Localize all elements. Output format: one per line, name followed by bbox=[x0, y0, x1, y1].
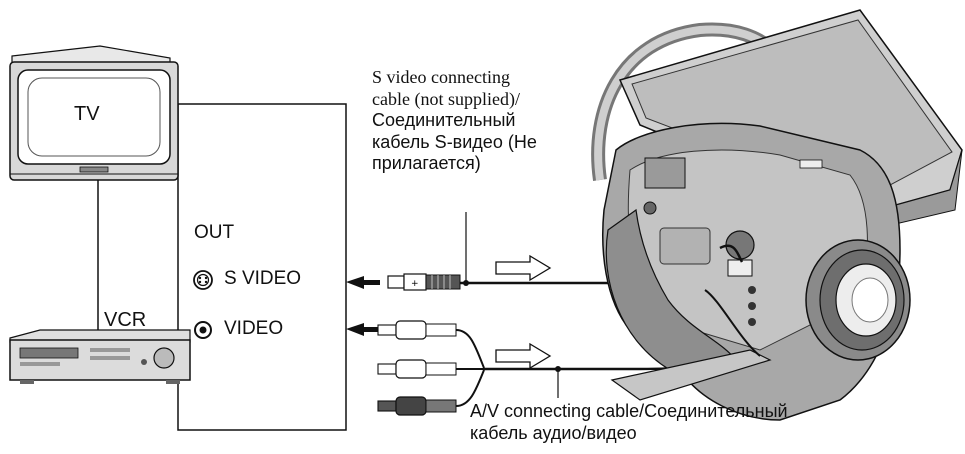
tv-illustration bbox=[9, 45, 179, 181]
vcr-label: VCR bbox=[104, 309, 147, 331]
svideo-cable-caption: S video connecting cable (not supplied)/… bbox=[372, 67, 537, 175]
video-jack-label: VIDEO bbox=[224, 318, 284, 339]
vcr-illustration bbox=[9, 329, 191, 384]
svideo-caption-line1: S video connecting bbox=[372, 67, 510, 87]
svideo-plug: + bbox=[387, 273, 461, 291]
svideo-caption-line3: Соединительный bbox=[372, 110, 516, 131]
svideo-caption-line2: cable (not supplied)/ bbox=[372, 88, 520, 109]
direction-arrow-av bbox=[495, 342, 552, 370]
out-label: OUT bbox=[194, 222, 235, 243]
av-caption-line2: кабель аудио/видео bbox=[470, 422, 637, 443]
vcr-rear-panel bbox=[177, 103, 347, 431]
direction-arrow-svideo bbox=[495, 254, 552, 282]
av-caption-line1: A/V connecting cable/Соединительный bbox=[470, 401, 788, 421]
signal-arrow-video bbox=[346, 323, 380, 336]
svideo-caption-line4: кабель S-видео (Не bbox=[372, 131, 537, 152]
video-jack-icon bbox=[194, 321, 212, 339]
av-plug-red bbox=[377, 396, 457, 416]
svideo-caption-line5: прилагается) bbox=[372, 153, 481, 174]
av-cable-caption: A/V connecting cable/Соединительный кабе… bbox=[470, 401, 788, 444]
av-plug-white bbox=[377, 359, 457, 379]
av-cable-strands bbox=[455, 329, 485, 407]
svideo-jack-icon bbox=[193, 270, 213, 290]
svg-text:+: + bbox=[411, 279, 419, 289]
tv-label: TV bbox=[74, 103, 100, 125]
camcorder-illustration bbox=[591, 9, 963, 421]
svideo-jack-label: S VIDEO bbox=[224, 268, 302, 289]
signal-arrow-svideo bbox=[346, 276, 380, 289]
av-plug-yellow bbox=[377, 320, 457, 340]
